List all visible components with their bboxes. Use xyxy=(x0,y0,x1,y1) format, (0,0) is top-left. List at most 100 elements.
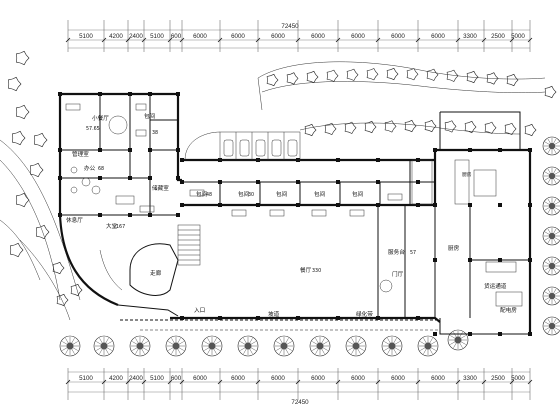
shrub-symbol xyxy=(404,119,417,133)
dim-tick-mark xyxy=(375,379,381,385)
column xyxy=(433,203,437,207)
bottom-dimension-chain: 72450 xyxy=(65,368,533,406)
room-fitting-4: 包间 xyxy=(314,190,326,198)
dim-tick-mark xyxy=(179,379,185,385)
column xyxy=(58,213,62,217)
shrub-symbol xyxy=(15,50,30,66)
tree-symbol xyxy=(542,256,560,276)
dim-tick-mark xyxy=(415,379,421,385)
column xyxy=(176,213,180,217)
tree-symbol xyxy=(237,335,259,357)
dim-tick-mark xyxy=(455,379,461,385)
room-small-meeting-area: 57.65 xyxy=(86,126,100,132)
parking-stalls xyxy=(184,131,301,161)
column xyxy=(128,176,132,180)
top-dimension-chain: 72450 xyxy=(65,20,533,52)
shrub-symbol xyxy=(406,68,419,81)
dim-seg: 6000 xyxy=(431,33,445,40)
column xyxy=(528,258,532,262)
dim-seg: 5100 xyxy=(79,375,93,382)
shrub-symbol xyxy=(366,68,379,81)
dim-tick-mark xyxy=(167,379,173,385)
tree-symbol xyxy=(542,226,560,246)
shrub-symbol xyxy=(426,68,439,81)
dim-tick-mark xyxy=(65,37,71,43)
dim-seg: 2500 xyxy=(491,33,505,40)
column xyxy=(376,158,380,162)
dim-tick-mark xyxy=(101,37,107,43)
tree-symbol xyxy=(381,335,403,357)
column xyxy=(148,213,152,217)
shrub-symbol xyxy=(29,162,44,178)
dim-seg: 6000 xyxy=(231,375,245,382)
dim-seg: 6000 xyxy=(231,33,245,40)
dim-tick-mark xyxy=(527,37,533,43)
tree-symbol xyxy=(59,335,81,357)
column xyxy=(498,203,502,207)
dim-seg: 3300 xyxy=(463,375,477,382)
tree-symbol xyxy=(201,335,223,357)
label-green-belt: 绿化带 xyxy=(356,310,373,318)
top-segment-labels: 5100 4200 2400 5100 600 6000 6000 6000 6… xyxy=(79,33,525,40)
room-stair: 门厅 xyxy=(392,270,404,278)
room-dining-hall: 餐厅 xyxy=(300,266,312,274)
column xyxy=(98,148,102,152)
building-walls xyxy=(58,92,532,335)
column xyxy=(180,316,184,320)
column xyxy=(296,180,300,184)
tree-symbol xyxy=(447,329,469,351)
column xyxy=(468,148,472,152)
shrub-symbol xyxy=(11,130,26,146)
room-fitting-2-area: 30 xyxy=(248,192,254,198)
room-labels: 小餐厅 57.65 包间 38 管理室 办公 68 储藏室 休息厅 大堂 167… xyxy=(66,112,517,318)
column xyxy=(433,258,437,262)
dim-seg: 2400 xyxy=(129,33,143,40)
tree-symbol xyxy=(129,335,151,357)
dim-tick-mark xyxy=(509,37,515,43)
column xyxy=(416,316,420,320)
column xyxy=(180,158,184,162)
column xyxy=(148,92,152,96)
label-entry: 入口 xyxy=(194,307,205,314)
total-dim-bottom: 72450 xyxy=(291,399,309,406)
shrub-symbol xyxy=(446,69,459,82)
column xyxy=(180,203,184,207)
shrub-symbol xyxy=(444,120,457,133)
column xyxy=(218,180,222,184)
column xyxy=(256,203,260,207)
column xyxy=(148,176,152,180)
dim-seg: 6000 xyxy=(391,375,405,382)
column xyxy=(498,332,502,336)
column xyxy=(218,316,222,320)
column xyxy=(336,316,340,320)
tree-symbol xyxy=(542,196,560,216)
furniture xyxy=(65,103,523,307)
room-fitting-1-area: 48 xyxy=(206,192,212,198)
dim-seg: 2400 xyxy=(129,375,143,382)
room-service-area: 57 xyxy=(410,250,416,256)
column xyxy=(176,92,180,96)
dim-seg: 6000 xyxy=(311,375,325,382)
tree-symbol xyxy=(309,335,331,357)
room-management: 管理室 xyxy=(72,150,89,158)
dim-seg: 5100 xyxy=(150,33,164,40)
room-private-area: 38 xyxy=(152,130,158,136)
room-fitting-2: 包间 xyxy=(238,190,250,198)
lobby-stair-feature xyxy=(99,224,201,296)
shrub-symbol xyxy=(544,85,557,99)
tree-col-left xyxy=(52,261,83,307)
dim-tick-mark xyxy=(125,37,131,43)
column xyxy=(433,148,437,152)
column xyxy=(128,213,132,217)
shrub-symbol xyxy=(384,120,397,133)
room-fitting-3: 包间 xyxy=(276,190,288,198)
label-disabled-ramp: 坡道 xyxy=(268,310,280,318)
room-fitting-1: 包间 xyxy=(196,190,208,198)
shrub-symbol xyxy=(504,122,517,135)
column xyxy=(336,180,340,184)
dim-tick-mark xyxy=(295,379,301,385)
dim-tick-mark xyxy=(167,37,173,43)
tree-symbol xyxy=(542,136,560,156)
column xyxy=(468,203,472,207)
shrub-symbol xyxy=(15,192,30,208)
